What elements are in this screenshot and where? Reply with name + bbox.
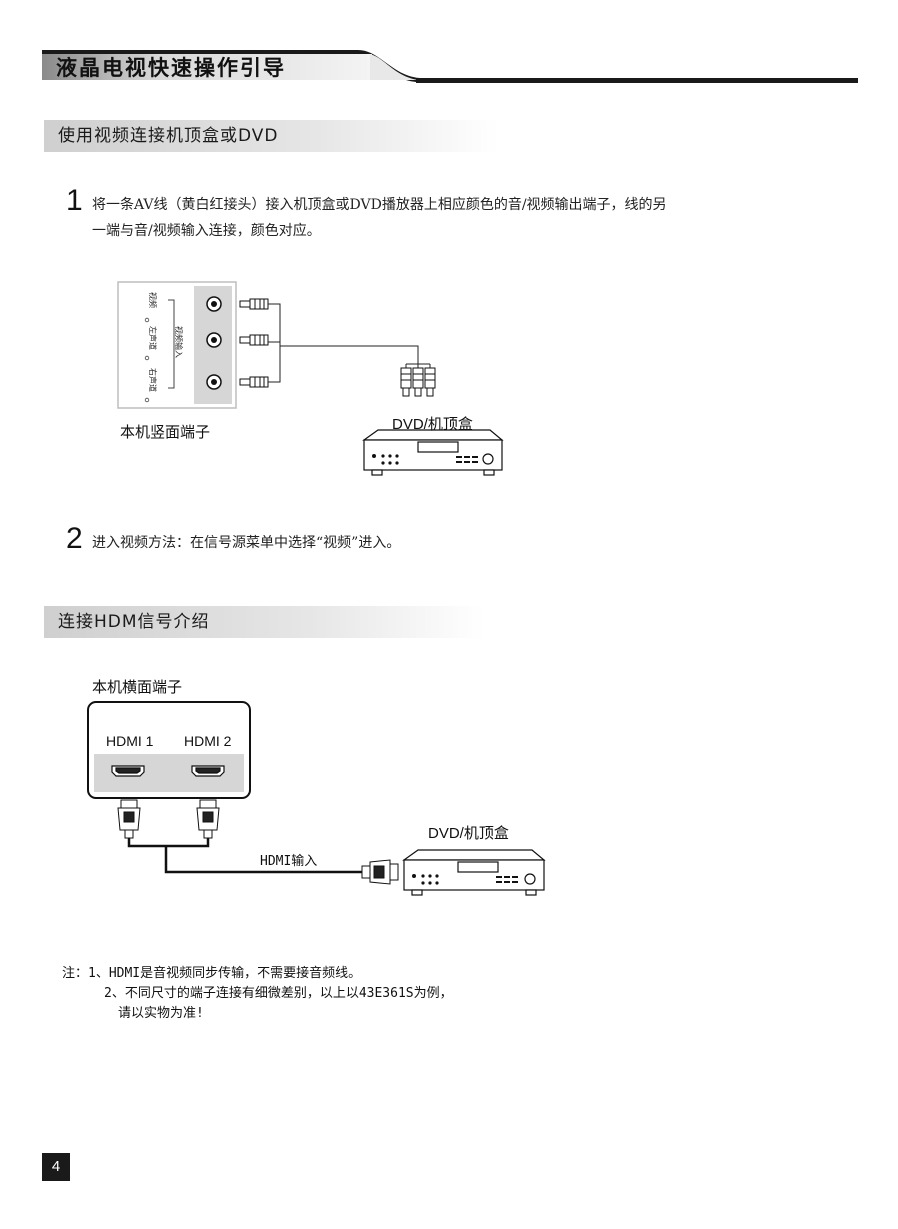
step-number-1: 1 bbox=[66, 184, 83, 217]
rca-jack-left bbox=[206, 332, 222, 348]
panel-label-left: 左声道 bbox=[148, 326, 158, 350]
note-line-2: 2、不同尺寸的端子连接有细微差别，以上以43E361S为例， bbox=[104, 986, 453, 1001]
step-1-text-line1: 将一条AV线（黄白红接头）接入机顶盒或DVD播放器上相应颜色的音/视频输出端子，… bbox=[92, 197, 667, 213]
rca-plug-video bbox=[239, 298, 269, 310]
av-cable bbox=[268, 303, 431, 383]
panel-label-right: 右声道 bbox=[148, 368, 158, 392]
rca-plugs-dvd bbox=[400, 367, 436, 397]
step-number-2: 2 bbox=[66, 522, 83, 555]
dvd-label-2: DVD/机顶盒 bbox=[428, 825, 509, 842]
av-connection-diagram: 视频 左声道 右声道 视频输入 bbox=[117, 281, 504, 476]
section-title-hdmi: 连接HDM信号介绍 bbox=[58, 612, 210, 632]
panel-label-group: 视频输入 bbox=[174, 326, 184, 358]
page-number: 4 bbox=[42, 1153, 70, 1181]
rca-jack-right bbox=[206, 374, 222, 390]
dvd-player-2 bbox=[402, 849, 546, 896]
tv-horizontal-terminal-label: 本机横面端子 bbox=[92, 679, 183, 696]
note-line-1: 注：1、HDMI是音视频同步传输，不需要接音频线。 bbox=[62, 966, 362, 981]
hdmi-cable bbox=[127, 838, 362, 874]
hdmi-plug-2 bbox=[196, 799, 220, 839]
hdmi-2-label: HDMI 2 bbox=[184, 733, 232, 749]
step-2-text: 进入视频方法：在信号源菜单中选择“视频”进入。 bbox=[92, 535, 401, 551]
dvd-player-1 bbox=[362, 429, 504, 476]
dvd-label-1: DVD/机顶盒 bbox=[392, 416, 473, 433]
section-title-video: 使用视频连接机顶盒或DVD bbox=[58, 126, 279, 146]
page-title: 液晶电视快速操作引导 bbox=[56, 55, 286, 80]
note-line-3: 请以实物为准! bbox=[118, 1006, 204, 1021]
hdmi-connection-diagram bbox=[87, 701, 546, 896]
rca-plug-left bbox=[239, 334, 269, 346]
section-bar-video bbox=[44, 120, 498, 152]
tv-vertical-terminal-label: 本机竖面端子 bbox=[120, 424, 211, 441]
hdmi-plug-dvd bbox=[361, 859, 399, 885]
panel-label-video: 视频 bbox=[148, 292, 158, 308]
hdmi-plug-1 bbox=[117, 799, 141, 839]
hdmi-1-label: HDMI 1 bbox=[106, 733, 154, 749]
rca-plug-right bbox=[239, 376, 269, 388]
header-banner bbox=[42, 50, 858, 83]
hdmi-port-1 bbox=[111, 765, 145, 777]
step-1-text-line2: 一端与音/视频输入连接，颜色对应。 bbox=[92, 223, 321, 239]
hdmi-port-2 bbox=[191, 765, 225, 777]
hdmi-input-label: HDMI输入 bbox=[260, 854, 318, 869]
rca-jack-video bbox=[206, 296, 222, 312]
section-bar-hdmi bbox=[44, 606, 484, 638]
